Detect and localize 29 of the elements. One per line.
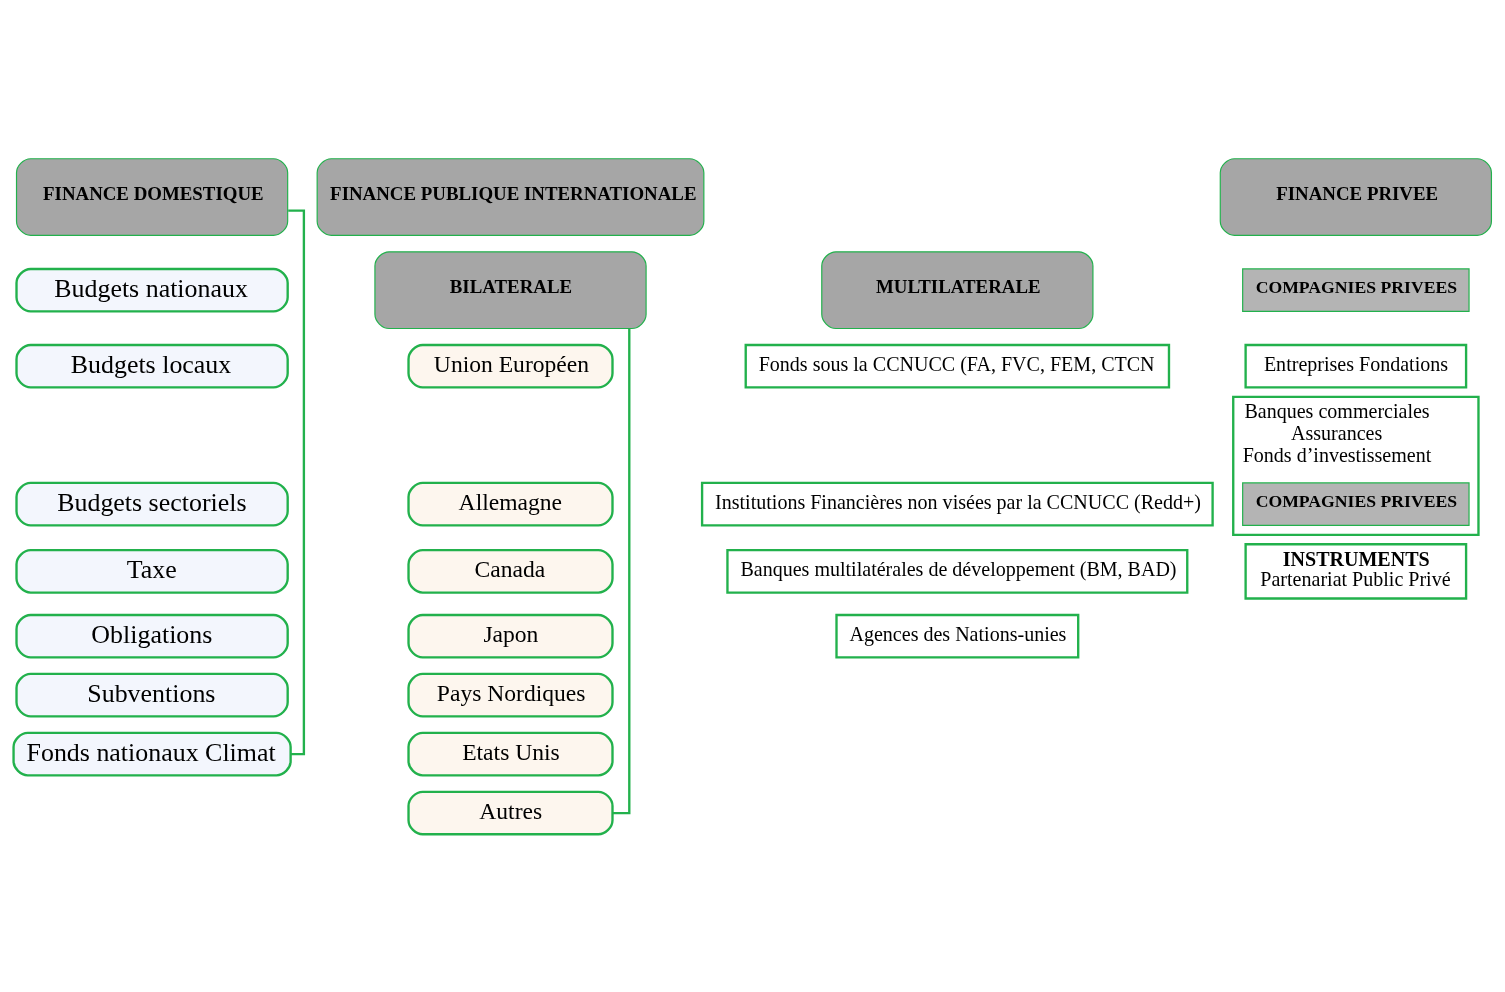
connector (612, 328, 631, 814)
node-box: Fonds sous la CCNUCC (FA, FVC, FEM, CTCN (744, 343, 1171, 389)
node-box: Pays Nordiques (407, 672, 614, 718)
node-box: FINANCE PRIVEE (1219, 157, 1493, 236)
node-box: BILATERALE (374, 250, 647, 329)
node-box: Budgets sectoriels (15, 481, 289, 527)
node-box: INSTRUMENTS Partenariat Public Privé (1244, 542, 1468, 600)
node-box: Union Européen (407, 343, 614, 389)
node-box: Japon (407, 613, 614, 659)
node-box: Banques multilatérales de développement (BM, BAD) (726, 548, 1189, 594)
node-box: FINANCE DOMESTIQUE (15, 157, 289, 236)
node-box: Obligations (15, 613, 289, 659)
node-box: Allemagne (407, 481, 614, 527)
node-box: COMPAGNIES PRIVEES (1242, 267, 1470, 312)
node-box: Subventions (15, 672, 289, 718)
node-box: Autres (407, 790, 614, 835)
node-box: Institutions Financières non visées par la CCNUCC (Redd+) (700, 481, 1214, 527)
node-box: COMPAGNIES PRIVEES (1242, 481, 1470, 526)
node-box: MULTILATERALE (821, 250, 1094, 329)
node-box: Budgets locaux (15, 343, 289, 389)
node-box: Agences des Nations-unies (835, 613, 1080, 659)
node-box: Budgets nationaux (15, 267, 289, 313)
connector (288, 208, 306, 755)
node-box: Etats Unis (407, 731, 614, 776)
node-box: Taxe (15, 548, 289, 594)
node-box: FINANCE PUBLIQUE INTERNATIONALE (316, 157, 705, 236)
node-box: Fonds nationaux Climat (12, 731, 292, 776)
node-box: Canada (407, 548, 614, 594)
node-box: Entreprises Fondations (1244, 343, 1468, 389)
